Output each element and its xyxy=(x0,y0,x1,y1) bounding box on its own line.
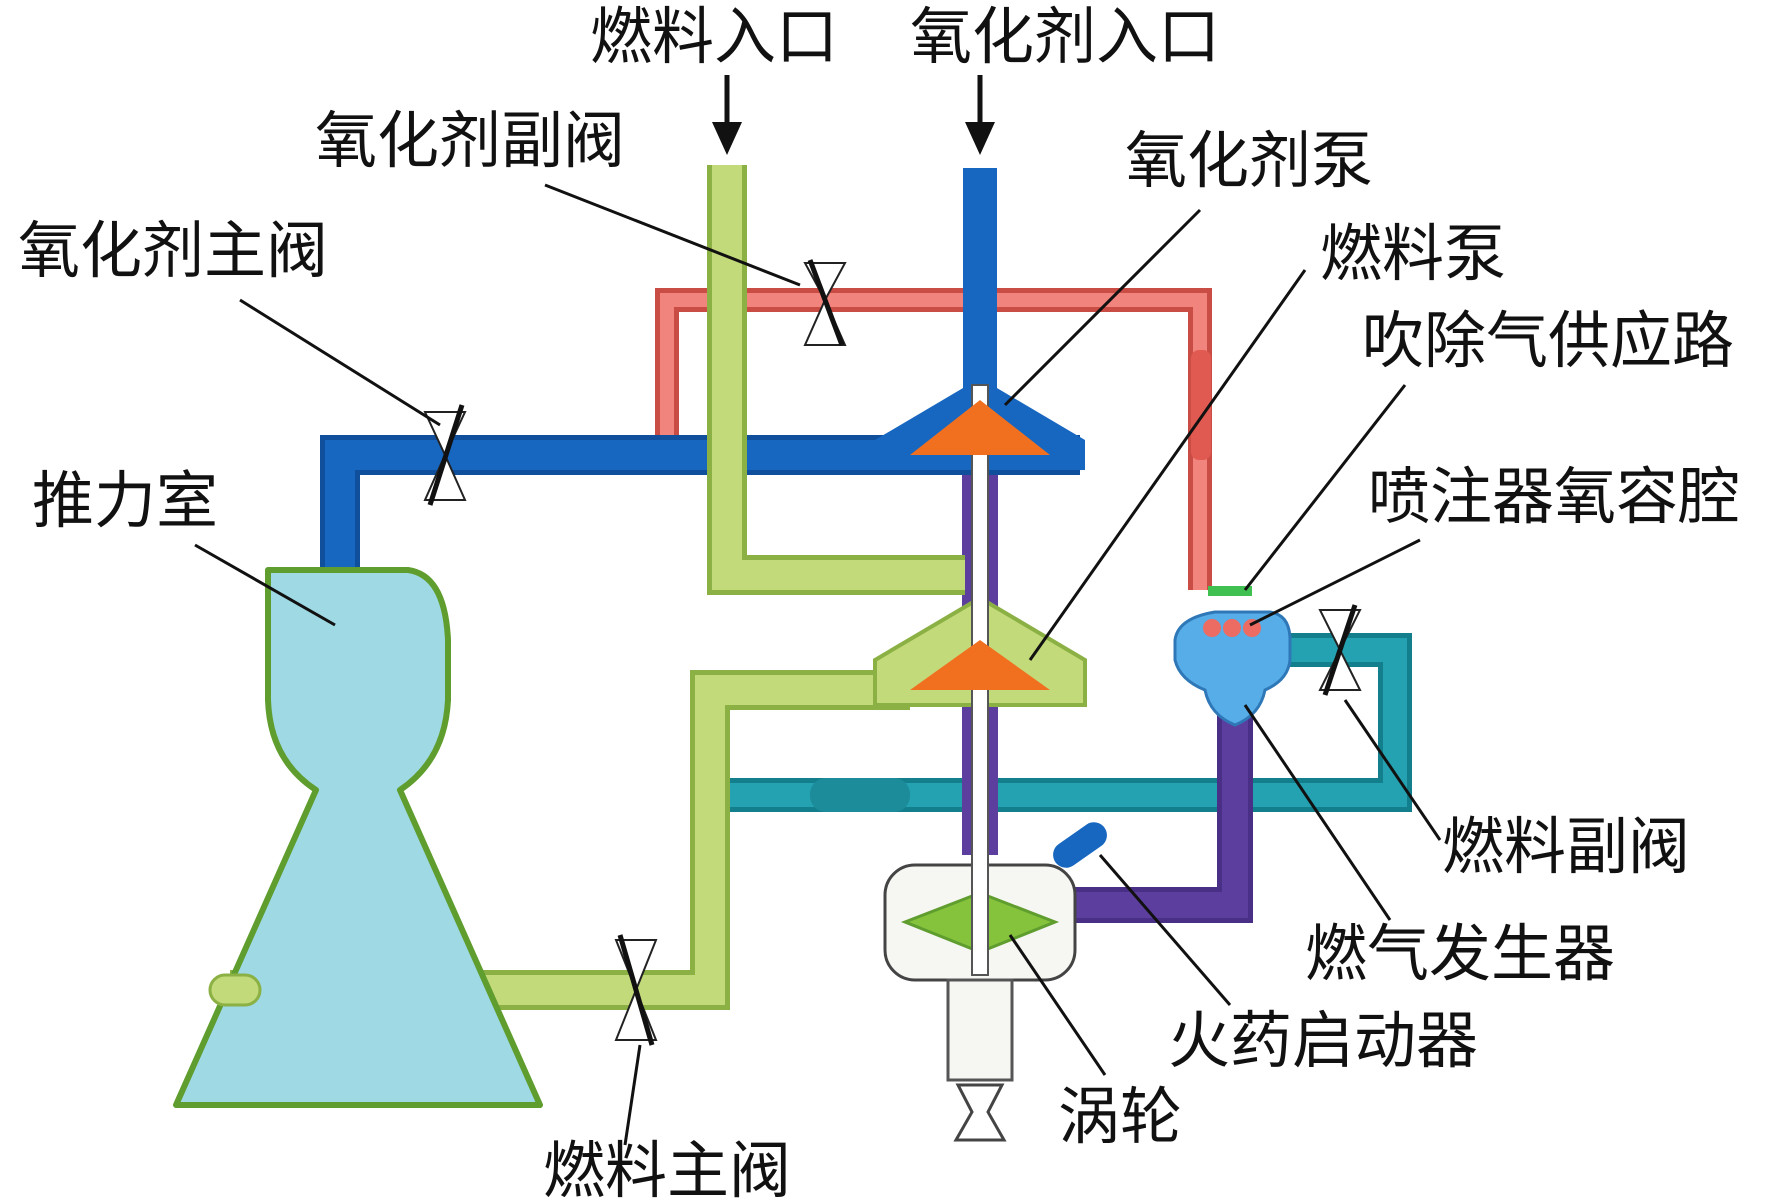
oxidizer-inlet-arrow xyxy=(965,75,995,155)
label-purge-gas-supply: 吹除气供应路 xyxy=(1362,304,1734,377)
label-oxidizer-main-valve: 氧化剂主阀 xyxy=(18,214,328,287)
turbine-exhaust-nozzle xyxy=(953,1083,1007,1142)
label-injector-oxygen-cavity: 喷注器氧容腔 xyxy=(1368,460,1740,533)
oxidizer-main-line-core xyxy=(325,440,1080,570)
label-fuel-pump: 燃料泵 xyxy=(1320,217,1506,290)
oxidizer-pump-impeller xyxy=(910,400,1050,455)
label-turbine: 涡轮 xyxy=(1058,1080,1182,1153)
label-oxidizer-inlet: 氧化剂入口 xyxy=(910,0,1220,73)
injector-oxygen-cavity xyxy=(1203,619,1261,637)
hot-gas-fitting xyxy=(1191,350,1211,460)
label-fuel-aux-valve: 燃料副阀 xyxy=(1442,810,1690,883)
fuel-aux-fitting xyxy=(810,778,910,812)
oxidizer-main-valve-slash xyxy=(427,404,465,506)
leader-lines xyxy=(194,183,1442,1146)
thrust-chamber-fuel-manifold xyxy=(208,973,262,1007)
fuel-inlet-line-core xyxy=(712,165,965,590)
label-fuel-main-valve: 燃料主阀 xyxy=(543,1134,791,1202)
label-oxidizer-pump: 氧化剂泵 xyxy=(1125,124,1373,197)
fuel-aux-valve-slash xyxy=(1322,604,1358,696)
oxidizer-inlet-pipe xyxy=(963,168,997,408)
fuel-pump-impeller xyxy=(910,640,1050,690)
fuel-main-valve-slash xyxy=(617,934,655,1046)
label-fuel-inlet: 燃料入口 xyxy=(590,0,838,73)
gas-generator xyxy=(1173,610,1292,727)
fuel-aux-line-core xyxy=(730,638,1407,807)
label-gas-generator: 燃气发生器 xyxy=(1305,917,1615,990)
label-thrust-chamber: 推力室 xyxy=(32,464,218,537)
fuel-inlet-arrow xyxy=(712,75,742,155)
thrust-chamber xyxy=(173,567,543,1108)
label-oxidizer-aux-valve: 氧化剂副阀 xyxy=(315,104,625,177)
turbine-exhaust-duct xyxy=(946,978,1014,1082)
pyro-starter xyxy=(1053,822,1107,868)
gas-generator-outlet-line-core xyxy=(1070,715,1248,918)
purge-gas-mark xyxy=(1208,586,1252,596)
label-pyro-starter: 火药启动器 xyxy=(1168,1004,1478,1077)
fuel-inlet-line xyxy=(707,165,965,595)
oxidizer-aux-valve-slash xyxy=(807,259,845,346)
